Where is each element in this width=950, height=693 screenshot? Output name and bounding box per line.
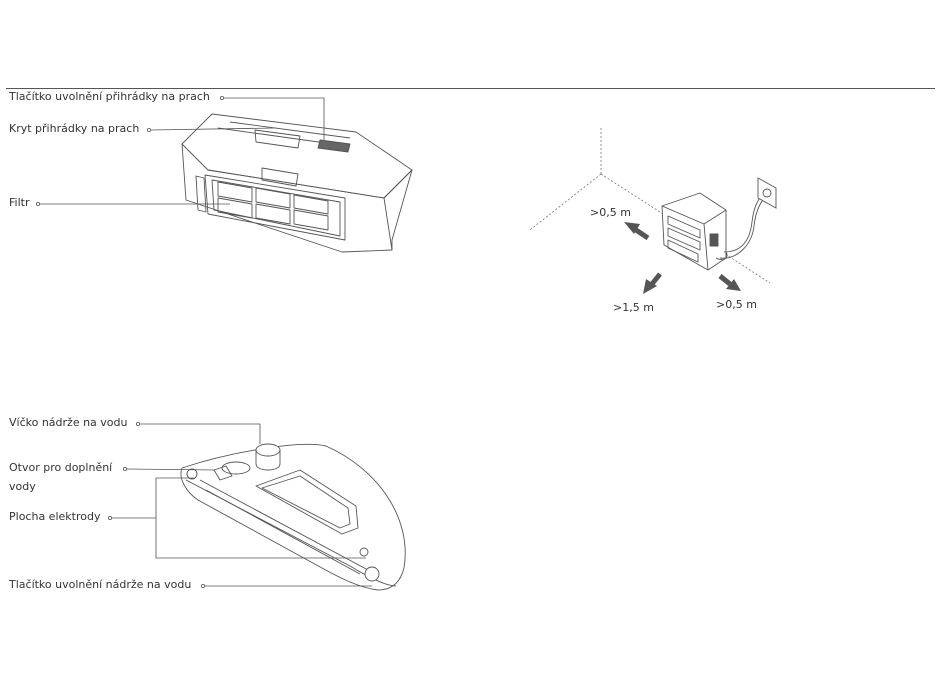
arrow-front xyxy=(643,274,660,294)
clearance-side-right: >0,5 m xyxy=(716,298,757,311)
leader-dot xyxy=(201,584,204,587)
dustbin-illustration xyxy=(182,114,412,252)
leader-dot xyxy=(123,467,126,470)
clearance-front: >1,5 m xyxy=(613,301,654,314)
leader-dot xyxy=(36,202,39,205)
leader-dot xyxy=(108,516,111,519)
room-corner xyxy=(530,128,770,283)
arrow-right xyxy=(720,276,741,291)
water-tank-illustration xyxy=(181,444,405,590)
clearance-side-left: >0,5 m xyxy=(590,206,631,219)
leader-dot xyxy=(136,422,139,425)
leader-dot xyxy=(147,128,150,131)
arrow-left xyxy=(624,222,648,238)
leader-dot xyxy=(220,96,223,99)
